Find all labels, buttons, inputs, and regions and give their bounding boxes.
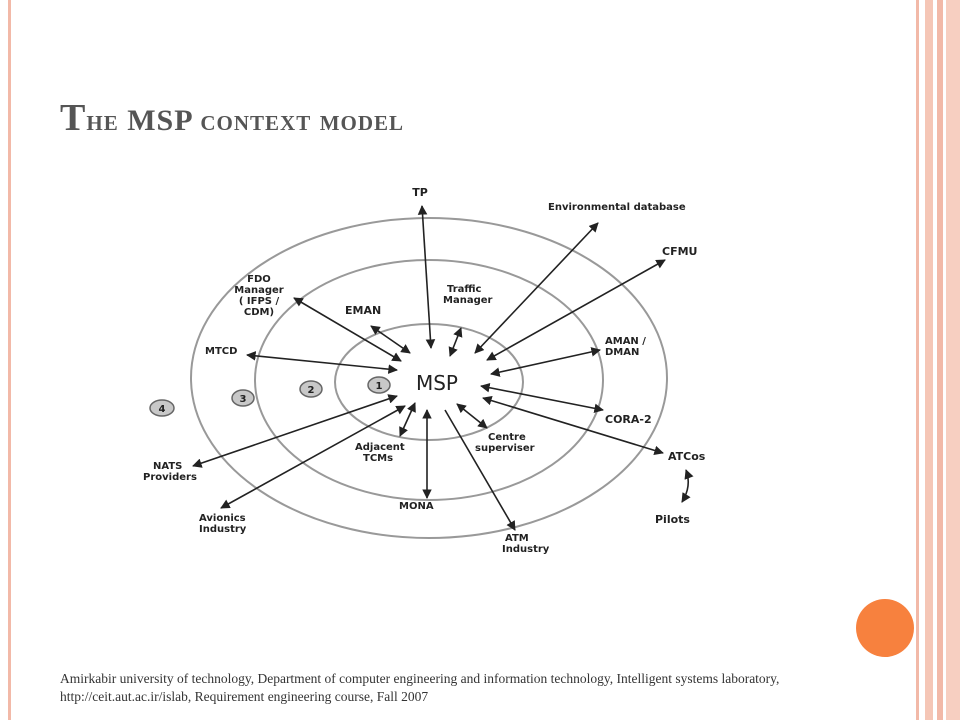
footer-citation: Amirkabir university of technology, Depa…	[60, 671, 780, 704]
label-atm-line2: Industry	[502, 544, 550, 555]
label-tp: TP	[412, 186, 428, 199]
msp-center-label: MSP	[416, 371, 458, 395]
arrow-eman	[370, 325, 411, 354]
arrow-cora	[480, 382, 604, 414]
label-centre-line1: Centre	[488, 432, 526, 443]
right-stripes	[916, 0, 960, 720]
arrow-mtcd	[246, 351, 398, 374]
label-fdo-line3: ( IFPS /	[239, 296, 280, 307]
label-nats-line2: Providers	[143, 472, 197, 483]
label-aman-line1: AMAN /	[605, 336, 646, 347]
label-fdo-line2: Manager	[234, 285, 284, 296]
left-border	[8, 0, 11, 720]
stripe	[937, 0, 943, 720]
label-avionics-line1: Avionics	[199, 513, 246, 524]
label-traffic-line1: Traffic	[447, 284, 482, 295]
context-diagram: 1 2 3 4	[143, 186, 706, 555]
ring-badge-label: 2	[308, 385, 315, 396]
arrow-atm	[444, 409, 516, 531]
stripe	[916, 0, 919, 720]
label-adjacent-line2: TCMs	[363, 453, 393, 464]
arrow-atcos-pilots	[681, 469, 694, 503]
label-pilots: Pilots	[655, 513, 690, 526]
arrow-env-db	[474, 222, 599, 354]
ring-badge-1: 1	[367, 376, 391, 394]
arrow-cfmu	[486, 259, 666, 361]
label-atm-line1: ATM	[505, 533, 529, 544]
label-nats-line1: NATS	[153, 461, 182, 472]
label-atcos: ATCos	[668, 450, 706, 463]
title-first-letter: T	[60, 97, 87, 139]
label-aman-line2: DMAN	[605, 347, 639, 358]
orange-circle-decoration	[856, 599, 914, 657]
ring-badge-2: 2	[299, 380, 323, 398]
label-cfmu: CFMU	[662, 245, 697, 258]
ring-badge-3: 3	[231, 389, 255, 407]
label-traffic-line2: Manager	[443, 295, 493, 306]
label-adjacent-line1: Adjacent	[355, 442, 405, 453]
label-fdo-line4: CDM)	[244, 307, 274, 318]
label-mtcd: MTCD	[205, 346, 237, 357]
stripe	[925, 0, 933, 720]
arrow-tp	[417, 205, 436, 349]
label-avionics-line2: Industry	[199, 524, 247, 535]
label-mona: MONA	[399, 501, 434, 512]
ring-badge-label: 4	[159, 404, 166, 415]
ring-badge-label: 3	[240, 394, 247, 405]
label-centre-line2: superviser	[475, 443, 535, 454]
label-eman: EMAN	[345, 304, 381, 317]
label-env-db: Environmental database	[548, 202, 686, 213]
arrow-traffic	[448, 327, 463, 357]
title-rest: he MSP context model	[86, 104, 405, 137]
stripe	[946, 0, 960, 720]
label-fdo-line1: FDO	[247, 274, 271, 285]
label-cora: CORA-2	[605, 413, 652, 426]
ring-badge-label: 1	[376, 381, 383, 392]
arrow-avionics	[220, 405, 406, 509]
arrow-centre	[456, 403, 488, 429]
ring-badge-4: 4	[149, 399, 175, 417]
slide-title: The MSP context model	[60, 96, 404, 140]
arrow-aman	[490, 347, 601, 377]
arrow-atcos	[482, 395, 664, 456]
